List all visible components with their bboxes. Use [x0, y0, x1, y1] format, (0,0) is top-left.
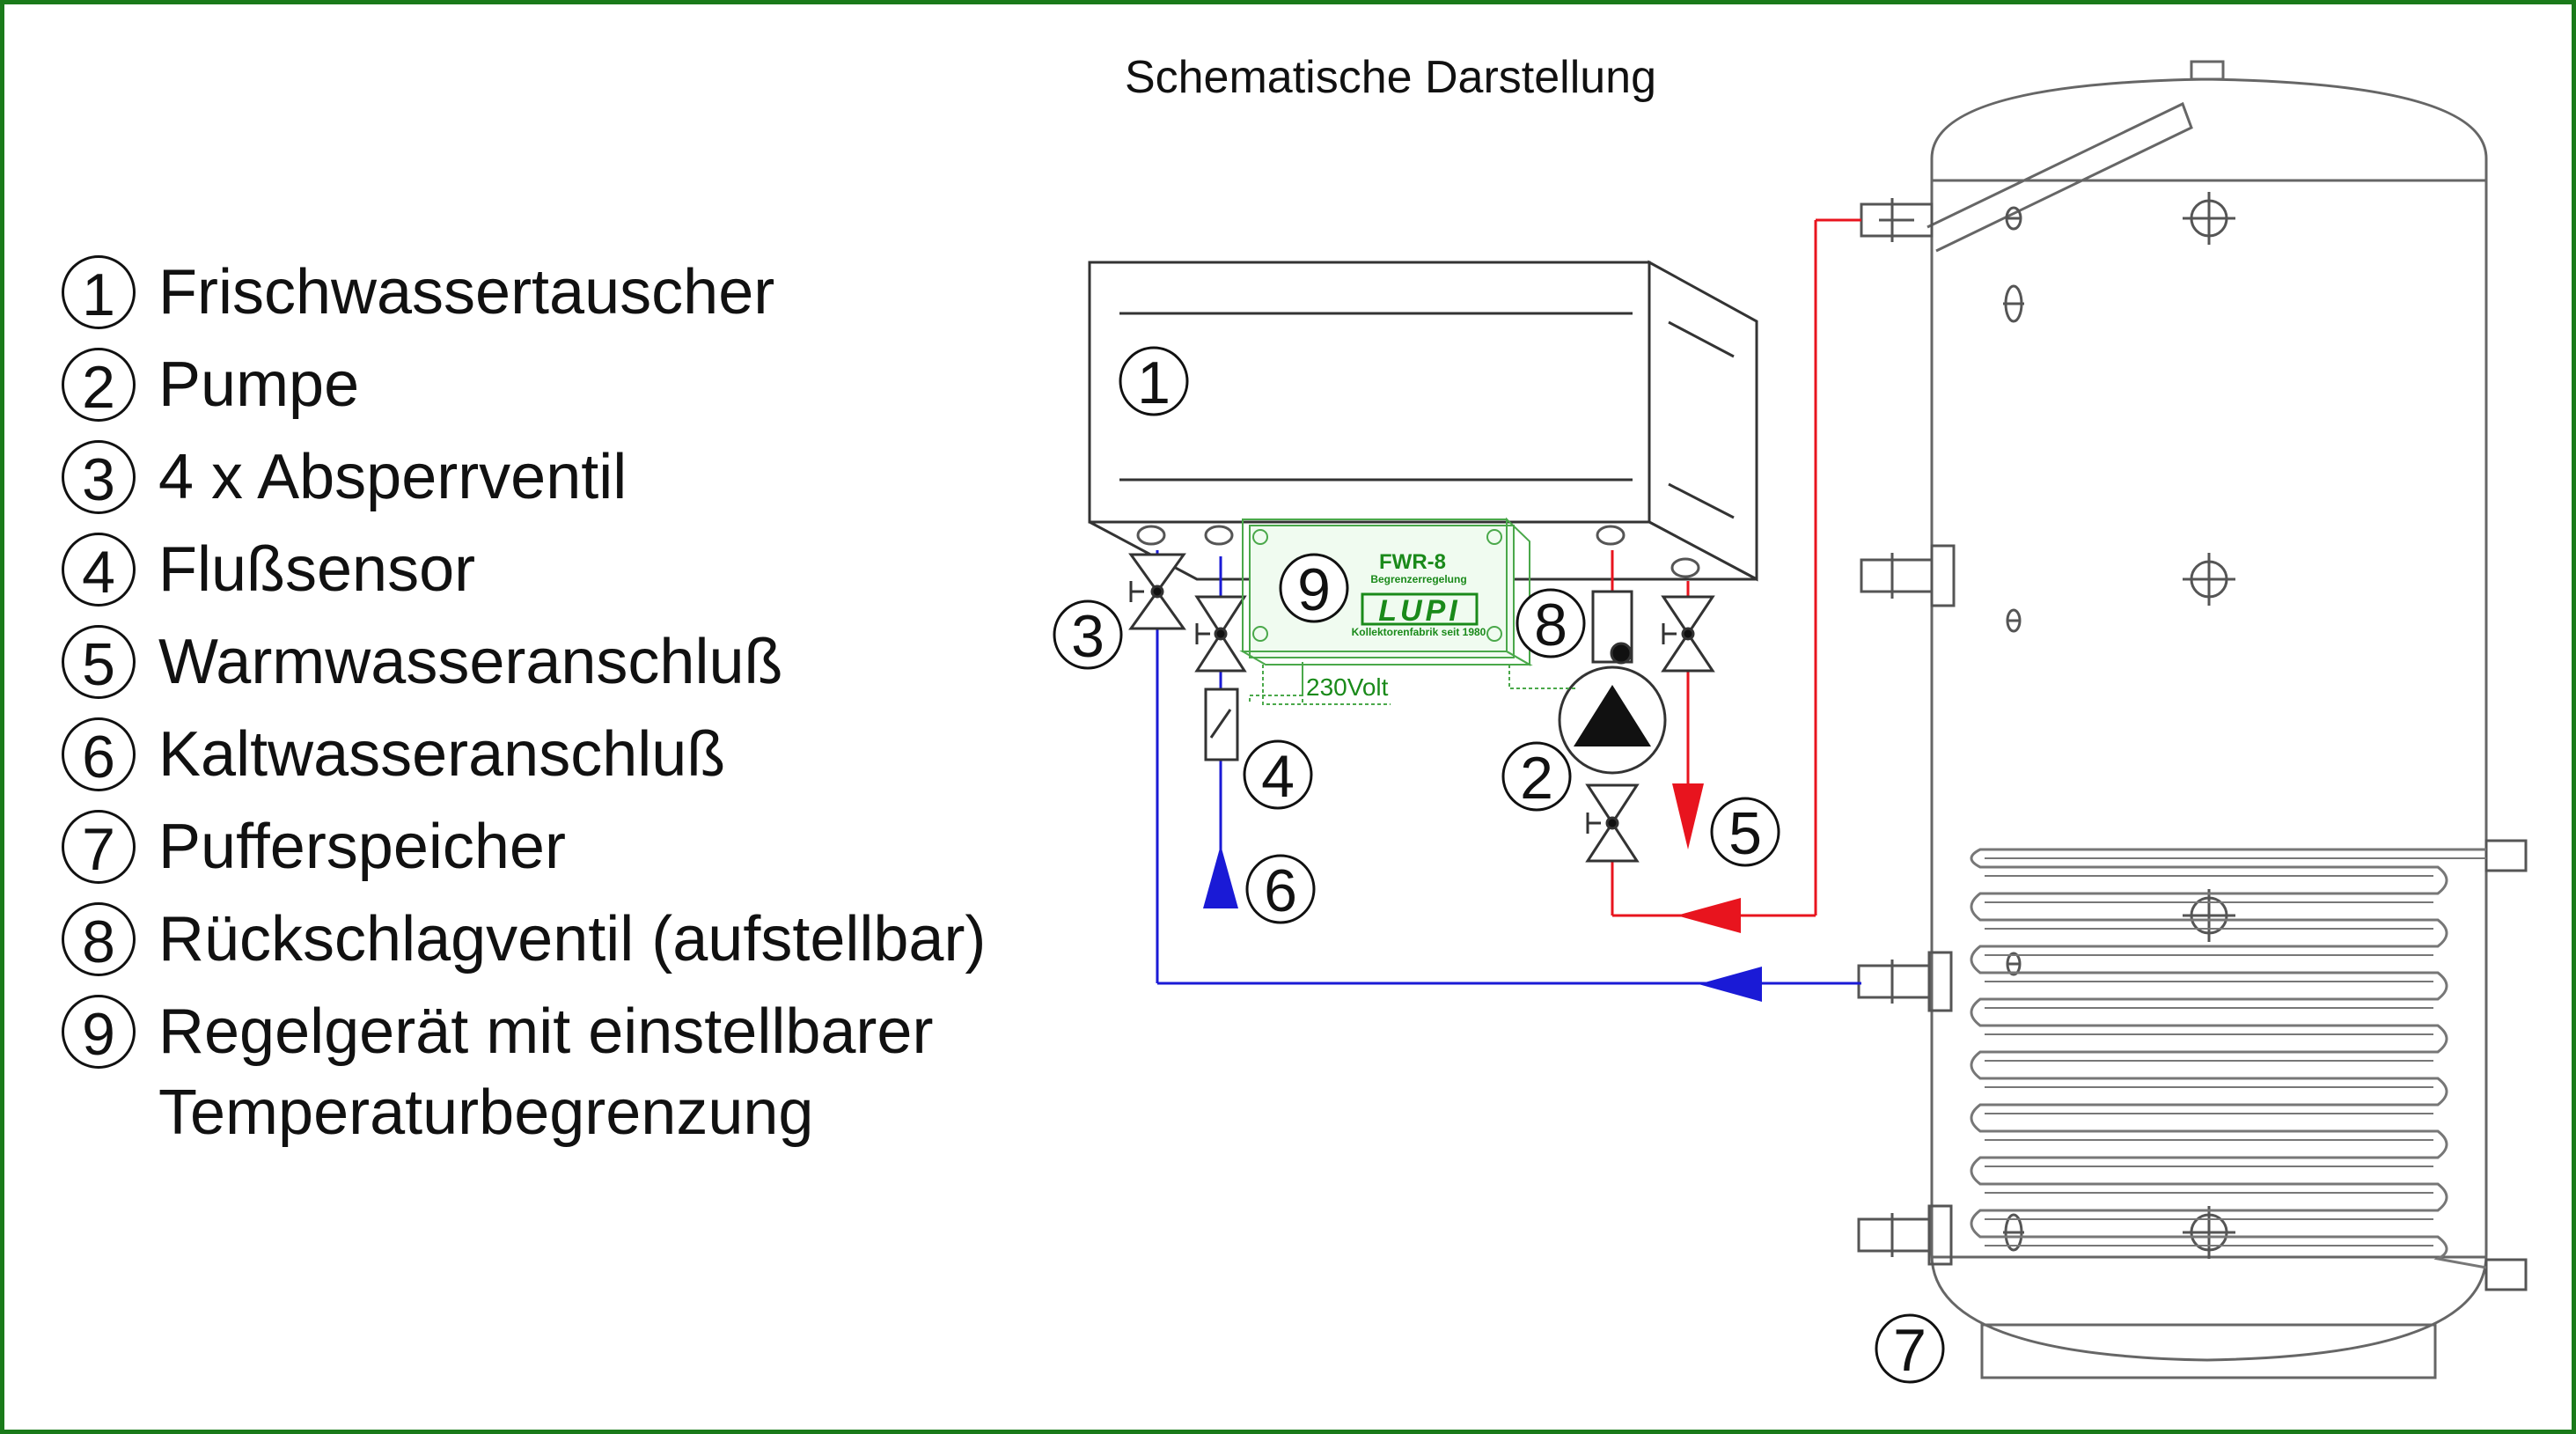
- controller-maker: Kollektorenfabrik seit 1980: [1352, 626, 1486, 638]
- legend-number: 8: [62, 902, 136, 976]
- legend-number: 5: [62, 625, 136, 699]
- legend-number: 4: [62, 533, 136, 607]
- legend-label: Kaltwasseranschluß: [158, 719, 726, 790]
- legend-label: Pumpe: [158, 349, 360, 420]
- svg-text:5: 5: [1728, 800, 1762, 867]
- heat-exchanger-box: [1088, 260, 1758, 582]
- component-labels: 1 9 3 8 4 2 5 6: [1053, 346, 1945, 1384]
- svg-text:3: 3: [1071, 603, 1105, 670]
- legend-label: Regelgerät mit einstellbarer: [158, 996, 934, 1067]
- label-7: 7: [1875, 1313, 1945, 1384]
- pipe-stubs: [1136, 525, 1700, 578]
- controller-logo: LUPI: [1378, 594, 1460, 628]
- buffer-tank: [1926, 60, 2488, 1379]
- label-8: 8: [1516, 588, 1586, 658]
- flow-arrows: [1203, 783, 1762, 1002]
- hot-flow-arrow: [1677, 898, 1741, 933]
- legend-number: 2: [62, 348, 136, 422]
- legend-number: 9: [62, 995, 136, 1069]
- svg-text:9: 9: [1297, 556, 1331, 623]
- legend-number: 1: [62, 255, 136, 329]
- heating-coil: [1970, 848, 2487, 1269]
- svg-text:7: 7: [1893, 1317, 1926, 1384]
- controller-subtitle: Begrenzerregelung: [1370, 573, 1466, 585]
- legend-number: 6: [62, 717, 136, 791]
- tank-sensors: [2003, 192, 2235, 1259]
- label-1: 1: [1119, 346, 1189, 416]
- label-5: 5: [1710, 797, 1780, 867]
- svg-text:2: 2: [1520, 745, 1553, 812]
- legend-label-line2: Temperaturbegrenzung: [158, 1077, 814, 1148]
- shutoff-valves: [1128, 553, 1715, 863]
- legend-label: Frischwassertauscher: [158, 257, 775, 327]
- label-9: 9: [1279, 553, 1349, 623]
- cold-inlet-arrow: [1203, 845, 1238, 908]
- legend-number: 7: [62, 810, 136, 884]
- legend-label: 4 x Absperrventil: [158, 442, 627, 512]
- label-4: 4: [1243, 739, 1313, 810]
- label-6: 6: [1245, 854, 1316, 924]
- cold-flow-arrow: [1699, 967, 1762, 1002]
- label-2: 2: [1501, 741, 1572, 812]
- legend-label: Rückschlagventil (aufstellbar): [158, 904, 987, 974]
- legend-label: Pufferspeicher: [158, 812, 566, 882]
- svg-text:6: 6: [1264, 857, 1297, 924]
- check-valve: [1591, 590, 1633, 665]
- tank-fittings: [1857, 198, 2528, 1291]
- legend-label: Warmwasseranschluß: [158, 627, 783, 697]
- diagram-title: Schematische Darstellung: [1124, 52, 1657, 103]
- hot-outlet-arrow: [1672, 783, 1704, 849]
- legend-number: 3: [62, 440, 136, 514]
- legend-label: Flußsensor: [158, 534, 476, 605]
- label-3: 3: [1053, 599, 1123, 670]
- controller-model: FWR-8: [1379, 550, 1446, 574]
- flow-sensor: [1204, 688, 1239, 761]
- svg-text:8: 8: [1534, 592, 1567, 658]
- svg-text:1: 1: [1137, 349, 1171, 416]
- voltage-label: 230Volt: [1306, 673, 1389, 701]
- svg-text:4: 4: [1261, 743, 1295, 810]
- pump: [1558, 666, 1667, 775]
